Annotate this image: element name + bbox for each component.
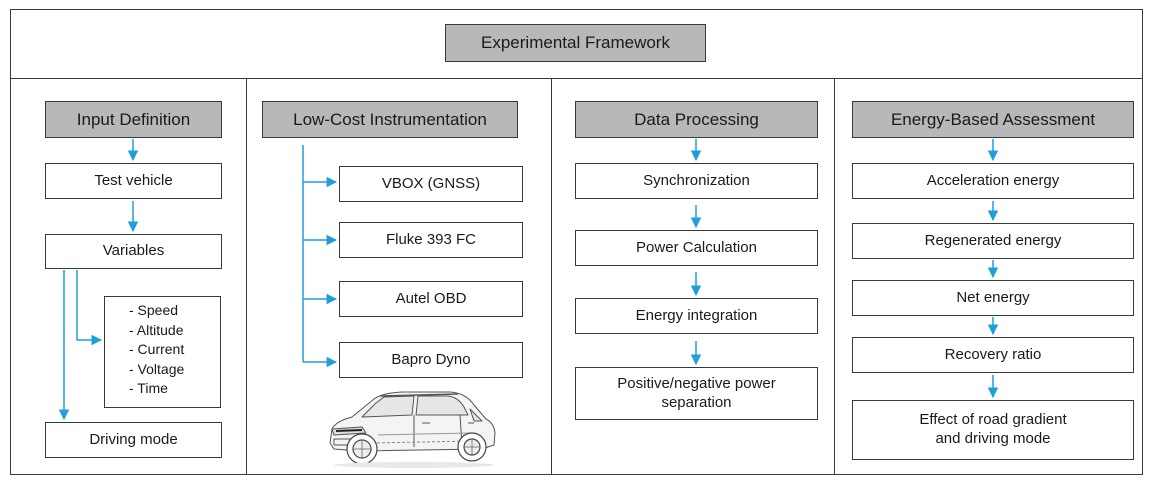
box-net-energy: Net energy [852, 280, 1134, 316]
header-energy-based-assessment: Energy-Based Assessment [852, 101, 1134, 138]
box-energy-integration: Energy integration [575, 298, 818, 334]
variable-current: - Current [129, 341, 185, 357]
box-autel-obd: Autel OBD [339, 281, 523, 317]
electric-suv-illustration [329, 391, 496, 468]
box-bapro-dyno: Bapro Dyno [339, 342, 523, 378]
box-synchronization: Synchronization [575, 163, 818, 199]
header-input-definition: Input Definition [45, 101, 222, 138]
column-divider-3 [834, 78, 835, 475]
box-recovery-ratio: Recovery ratio [852, 337, 1134, 373]
column-divider-2 [551, 78, 552, 475]
variable-speed: - Speed [129, 302, 179, 318]
box-vbox-gnss: VBOX (GNSS) [339, 166, 523, 202]
box-acceleration-energy: Acceleration energy [852, 163, 1134, 199]
power-separation-line-1: Positive/negative power [617, 374, 776, 392]
variable-altitude: - Altitude [129, 321, 184, 338]
box-road-gradient-effect: Effect of road gradient and driving mode [852, 400, 1134, 460]
column-divider-1 [246, 78, 247, 475]
road-gradient-line-2: and driving mode [935, 430, 1051, 447]
box-power-calculation: Power Calculation [575, 230, 818, 266]
box-test-vehicle: Test vehicle [45, 163, 222, 199]
framework-title: Experimental Framework [445, 24, 706, 62]
variable-time: - Time [129, 380, 168, 396]
variables-list: - Speed - Altitude - Current - Voltage -… [104, 296, 221, 408]
outer-frame [10, 9, 1143, 475]
box-fluke-393fc: Fluke 393 FC [339, 222, 523, 258]
box-regenerated-energy: Regenerated energy [852, 223, 1134, 259]
box-driving-mode: Driving mode [45, 422, 222, 458]
variable-voltage: - Voltage [129, 360, 185, 377]
power-separation-line-2: separation [661, 393, 732, 411]
title-divider [10, 78, 1143, 79]
box-power-separation: Positive/negative power separation [575, 367, 818, 420]
box-variables: Variables [45, 234, 222, 269]
header-data-processing: Data Processing [575, 101, 818, 138]
header-low-cost-instrumentation: Low-Cost Instrumentation [262, 101, 518, 138]
road-gradient-line-1: Effect of road gradient [919, 411, 1067, 429]
